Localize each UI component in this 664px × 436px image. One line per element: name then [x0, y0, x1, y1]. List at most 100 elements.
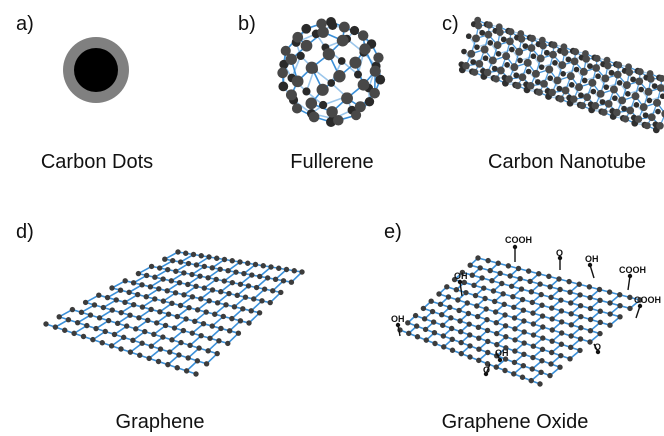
- carbon-atom: [455, 297, 461, 303]
- carbon-atom: [558, 308, 565, 314]
- carbon-atom: [492, 75, 500, 83]
- carbon-atom: [449, 325, 455, 332]
- carbon-atom: [146, 355, 152, 362]
- carbon-atom: [625, 63, 632, 71]
- carbon-atom: [206, 298, 212, 304]
- carbon-atom: [510, 294, 516, 300]
- carbon-atom: [139, 282, 145, 288]
- carbon-atom: [187, 342, 193, 349]
- carbon-atom: [518, 286, 525, 292]
- carbon-atom: [457, 318, 463, 324]
- carbon-atom: [198, 333, 204, 339]
- carbon-atom: [507, 273, 513, 279]
- carbon-atom: [587, 294, 593, 301]
- carbon-atom: [462, 62, 470, 70]
- carbon-atom: [148, 306, 154, 313]
- carbon-atom: [517, 30, 525, 37]
- carbon-atom: [536, 271, 542, 277]
- carbon-atom: [549, 316, 555, 322]
- carbon-atom: [518, 73, 527, 82]
- functional-group-label: OH: [585, 254, 599, 264]
- carbon-atom: [194, 358, 201, 364]
- carbon-atom: [126, 289, 132, 296]
- carbon-atom: [43, 321, 49, 327]
- carbon-atom: [582, 55, 590, 63]
- carbon-atom: [646, 70, 654, 77]
- carbon-atom: [525, 68, 532, 75]
- carbon-atom: [528, 34, 536, 42]
- carbon-atom: [548, 294, 554, 301]
- carbon-atom: [476, 346, 482, 352]
- carbon-atom: [461, 279, 468, 286]
- carbon-atom: [512, 348, 518, 354]
- carbon-atom: [87, 312, 94, 318]
- carbon-atom: [177, 259, 184, 265]
- carbon-atom: [484, 316, 490, 323]
- carbon-atom: [451, 276, 458, 283]
- carbon-atom: [578, 102, 587, 110]
- carbon-atom: [512, 326, 518, 332]
- carbon-atom: [113, 297, 119, 303]
- carbon-atom: [520, 363, 527, 369]
- carbon-atom: [458, 339, 464, 346]
- carbon-atom: [596, 89, 605, 98]
- carbon-atom: [237, 259, 243, 265]
- carbon-atom: [475, 255, 481, 261]
- carbon-atom: [655, 108, 661, 115]
- carbon-dot-illustration: [63, 37, 129, 103]
- carbon-atom: [647, 75, 655, 83]
- carbon-atom: [139, 340, 145, 346]
- carbon-atom: [521, 340, 527, 346]
- carbon-atom: [226, 328, 233, 334]
- carbon-atom: [617, 292, 623, 298]
- carbon-atom: [465, 310, 472, 317]
- carbon-atom: [181, 292, 187, 298]
- carbon-atom: [474, 44, 480, 50]
- carbon-atom: [145, 317, 151, 324]
- carbon-atom: [488, 56, 497, 65]
- carbon-atom: [319, 100, 328, 110]
- carbon-atom: [530, 343, 537, 349]
- carbon-atom: [658, 74, 664, 82]
- carbon-atom: [467, 343, 473, 349]
- carbon-atom: [497, 270, 503, 276]
- functional-group-bond: [459, 281, 463, 297]
- carbon-atom: [280, 278, 287, 284]
- carbon-atom: [481, 285, 487, 291]
- carbon-atom: [597, 319, 603, 326]
- carbon-atom: [283, 266, 290, 273]
- carbon-atom: [245, 283, 252, 289]
- carbon-atom: [225, 268, 231, 274]
- carbon-atom: [432, 340, 438, 347]
- carbon-atom: [96, 315, 103, 321]
- carbon-atom: [357, 78, 370, 91]
- carbon-atom: [537, 281, 543, 287]
- carbon-atom: [326, 17, 336, 27]
- carbon-atom: [604, 61, 612, 70]
- carbon-atom: [118, 309, 124, 316]
- carbon-atom: [599, 99, 606, 105]
- functional-group-label: COOH: [505, 235, 532, 245]
- carbon-atom: [291, 268, 297, 274]
- carbon-atom: [587, 327, 594, 334]
- carbon-atom: [560, 43, 568, 51]
- carbon-atom: [531, 69, 540, 78]
- functional-group-atom: [512, 244, 518, 250]
- functional-group-label: COOH: [634, 295, 661, 305]
- carbon-atom: [205, 348, 211, 354]
- carbon-atom: [214, 255, 220, 261]
- carbon-atom: [487, 40, 494, 46]
- carbon-atom: [109, 285, 115, 291]
- carbon-atom: [160, 334, 166, 340]
- carbon-atom: [578, 92, 584, 99]
- carbon-atom: [490, 288, 497, 294]
- carbon-atom: [444, 284, 450, 290]
- carbon-atom: [185, 260, 192, 267]
- carbon-atom: [124, 323, 130, 329]
- carbon-atom: [357, 30, 369, 41]
- functional-group-label: OH: [495, 348, 509, 358]
- carbon-atom: [193, 262, 200, 268]
- carbon-atom: [511, 371, 517, 377]
- carbon-atom: [595, 73, 601, 80]
